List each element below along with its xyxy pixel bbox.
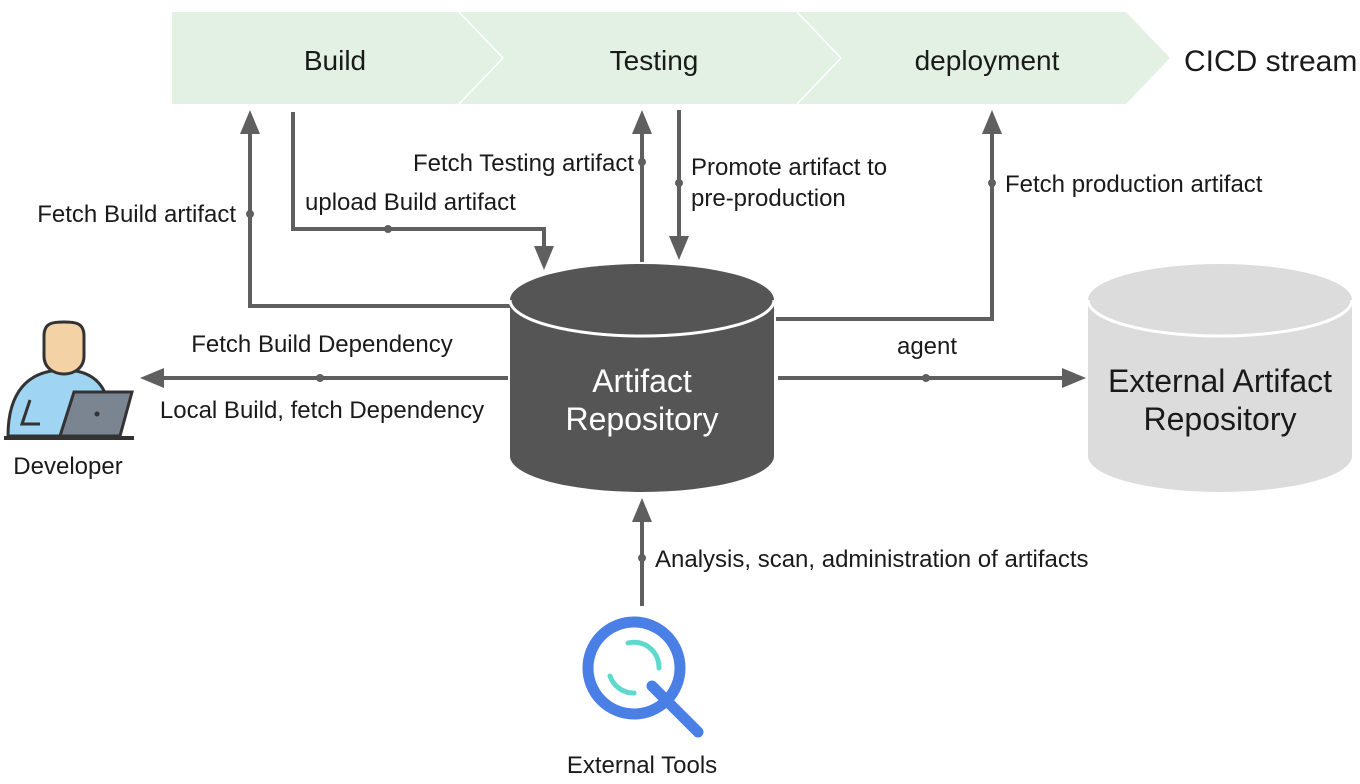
- cicd-pipeline: Build Testing deployment CICD stream: [172, 12, 1357, 104]
- artifact-repository-top: [510, 264, 774, 336]
- developer-arm: [19, 399, 40, 426]
- edge-dot: [922, 374, 930, 382]
- label-promote-artifact-line2: pre-production: [691, 185, 846, 212]
- arrowhead-right-icon: [1062, 368, 1086, 388]
- developer-at-laptop-icon: [4, 320, 134, 440]
- external-repository-label-line2: Repository: [1144, 401, 1297, 437]
- external-repository-top: [1088, 264, 1352, 336]
- arrowhead-down-icon: [534, 246, 554, 270]
- edge-dot: [638, 158, 646, 166]
- artifact-repository-rim: [508, 299, 776, 338]
- artifact-repository-label-line1: Artifact: [592, 363, 692, 399]
- stage-deployment-label: deployment: [915, 45, 1060, 76]
- magnifier-icon: [582, 616, 704, 738]
- external-repository-rim: [1086, 299, 1354, 338]
- connectors: [140, 110, 1086, 606]
- stage-deployment-shape: [798, 12, 1170, 104]
- label-agent: agent: [897, 333, 957, 360]
- artifact-repository-body: [510, 300, 774, 492]
- edge-dot: [246, 210, 254, 218]
- arrowhead-down-icon: [669, 236, 689, 260]
- cicd-stream-label: CICD stream: [1184, 45, 1357, 78]
- stage-testing-shape: [460, 12, 840, 104]
- external-repository-body: [1088, 300, 1352, 492]
- edge-fetch-production-artifact: [776, 132, 994, 321]
- stage-build-shape: [172, 12, 502, 104]
- edge-fetch-build-artifact: [248, 132, 510, 308]
- edge-upload-build-artifact: [291, 112, 546, 248]
- label-promote-artifact-line1: Promote artifact to: [691, 154, 887, 181]
- edge-dot: [988, 179, 996, 187]
- arrowhead-left-icon: [140, 368, 164, 388]
- magnifier-highlight-outer: [625, 639, 662, 671]
- edge-dot: [316, 374, 324, 382]
- arrowhead-up-icon: [632, 498, 652, 522]
- edge-dot: [675, 179, 683, 187]
- magnifier-highlight-inner: [607, 673, 637, 696]
- laptop-logo: [94, 411, 100, 417]
- label-local-build: Local Build, fetch Dependency: [160, 397, 484, 424]
- artifact-repository: Artifact Repository: [508, 264, 776, 492]
- edge-labels: Fetch Build artifact upload Build artifa…: [37, 150, 1263, 573]
- arrowhead-up-icon: [240, 110, 260, 134]
- arrowhead-up-icon: [632, 110, 652, 134]
- artifact-repository-label-line2: Repository: [566, 401, 719, 437]
- external-tools-label: External Tools: [567, 752, 717, 779]
- developer-label: Developer: [13, 453, 122, 480]
- label-fetch-testing-artifact: Fetch Testing artifact: [413, 150, 634, 177]
- magnifier-ring: [582, 616, 686, 720]
- label-fetch-production-artifact: Fetch production artifact: [1005, 171, 1263, 198]
- stage-build-label: Build: [304, 45, 366, 76]
- external-repository-label-line1: External Artifact: [1108, 363, 1332, 399]
- external-artifact-repository: External Artifact Repository: [1086, 264, 1354, 492]
- label-analysis: Analysis, scan, administration of artifa…: [655, 546, 1089, 573]
- label-fetch-build-dependency: Fetch Build Dependency: [191, 331, 453, 358]
- label-upload-build-artifact: upload Build artifact: [305, 189, 516, 216]
- magnifier-handle: [646, 680, 704, 738]
- label-fetch-build-artifact: Fetch Build artifact: [37, 201, 236, 228]
- edge-dot: [638, 554, 646, 562]
- stage-testing-label: Testing: [610, 45, 699, 76]
- edge-dot: [384, 225, 392, 233]
- developer-head: [42, 320, 86, 376]
- arrowhead-up-icon: [982, 110, 1002, 134]
